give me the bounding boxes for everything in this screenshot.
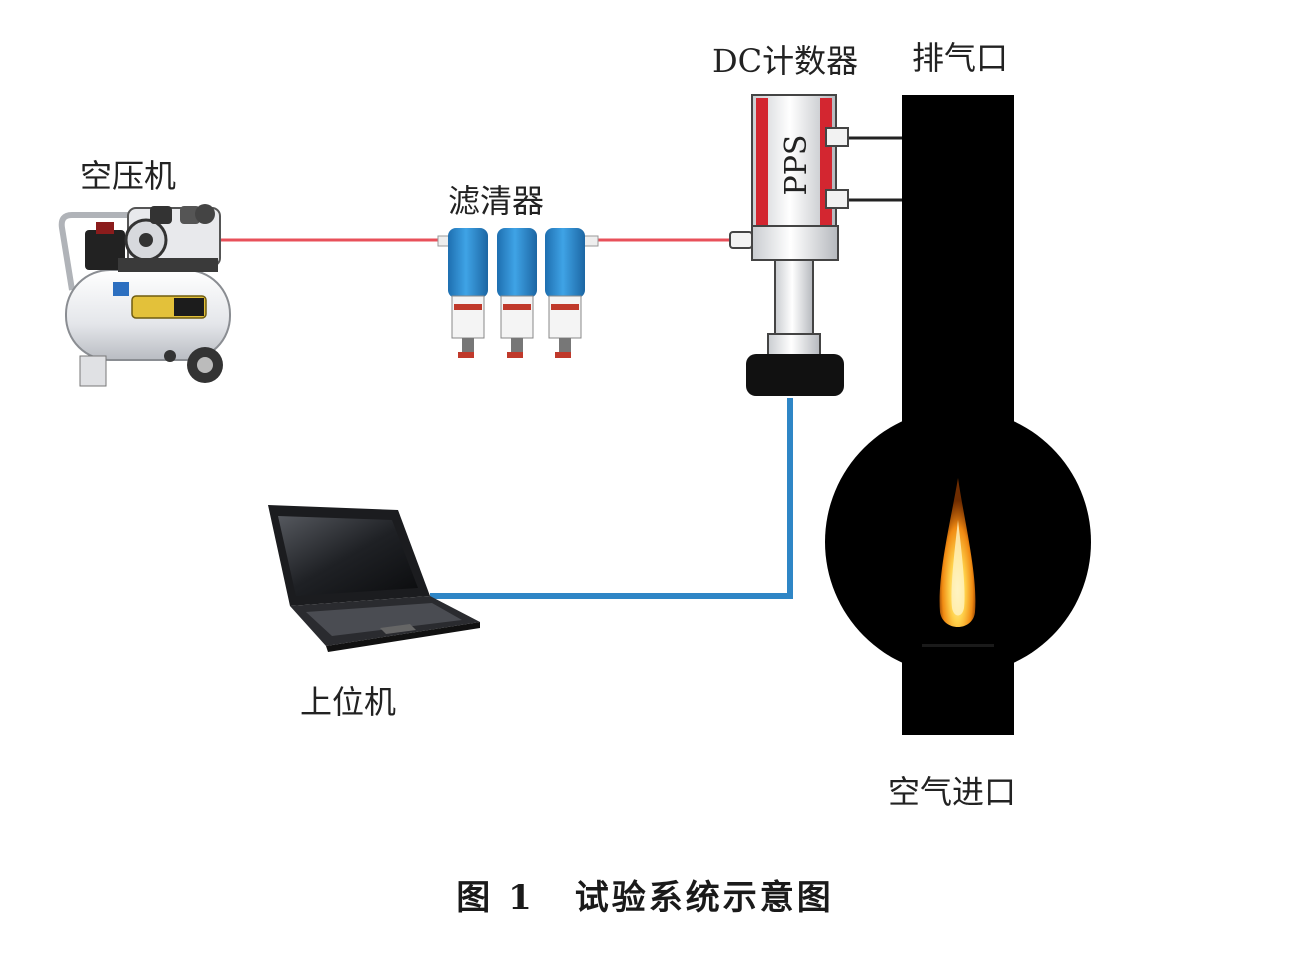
sensor-text: PPS xyxy=(779,135,814,196)
compressor-label: 空压机 xyxy=(80,157,177,195)
signal-cable xyxy=(430,398,793,599)
filter-cartridges-icon xyxy=(437,228,599,358)
air-compressor-icon xyxy=(58,204,231,387)
pps-sensor-icon: PPS xyxy=(729,94,849,396)
flame-icon xyxy=(922,478,994,647)
dc-counter-label: DC计数器 xyxy=(712,42,859,80)
filter-label: 滤清器 xyxy=(448,182,545,220)
air-inlet-label: 空气进口 xyxy=(888,773,1017,811)
figure-caption: 图 1 试验系统示意图 xyxy=(0,870,1290,919)
sampling-pipes xyxy=(846,136,902,202)
figure-title: 试验系统示意图 xyxy=(574,878,834,918)
figure-number: 图 1 xyxy=(456,878,535,918)
laptop-icon xyxy=(268,505,480,652)
exhaust-label: 排气口 xyxy=(912,39,1009,77)
host-computer-label: 上位机 xyxy=(300,683,397,721)
